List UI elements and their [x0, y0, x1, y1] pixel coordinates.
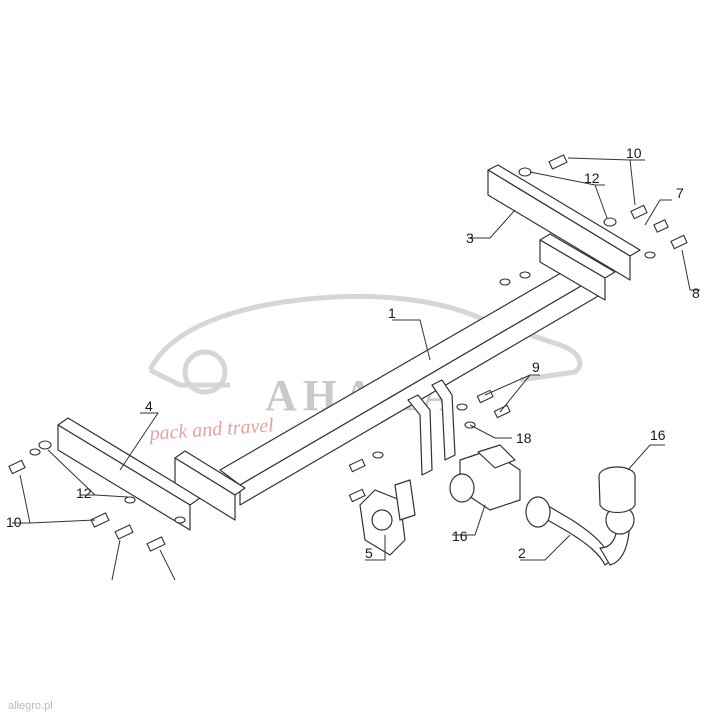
part-label-8: 8	[692, 285, 700, 301]
ball-cover-body	[598, 475, 636, 514]
leader-3	[468, 209, 516, 239]
leader-9b	[499, 374, 531, 413]
right-bracket-outer-face	[487, 169, 631, 281]
part-label-7: 7	[676, 185, 684, 201]
electrical-socket-cap	[449, 473, 475, 503]
part-label-3: 3	[466, 230, 474, 246]
part-label-16-cover: 16	[650, 427, 666, 443]
leader-10b	[629, 159, 636, 206]
bolt	[348, 458, 366, 473]
part-label-9: 9	[532, 359, 540, 375]
left-bracket-inner-face	[174, 457, 236, 521]
part-label-5: 5	[365, 545, 373, 561]
washer	[456, 403, 468, 411]
bolt	[348, 488, 366, 503]
leader-12d	[94, 494, 129, 498]
leader-1	[392, 319, 431, 361]
leader-18	[469, 424, 512, 439]
washer	[519, 271, 531, 279]
tow-ball-sleeve	[525, 496, 551, 528]
leader-7	[644, 199, 672, 226]
leader-16a	[452, 504, 486, 536]
bolt	[548, 154, 568, 170]
washer	[38, 440, 52, 450]
leader-5	[365, 535, 386, 561]
socket-plate-hole	[371, 509, 393, 531]
part-label-10-bottom: 10	[6, 514, 22, 530]
washer	[372, 451, 384, 459]
part-label-4: 4	[145, 398, 153, 414]
watermark-tagline: pack and travel	[147, 414, 275, 445]
socket-plate-clip	[394, 479, 416, 521]
watermark-car-outline	[147, 293, 583, 388]
bolt	[114, 524, 134, 540]
part-label-2: 2	[518, 545, 526, 561]
socket-mount-plate-left	[407, 394, 433, 476]
washer	[174, 516, 186, 524]
part-label-16-socket: 16	[452, 528, 468, 544]
bolt	[493, 404, 511, 419]
washer	[644, 251, 656, 259]
washer	[124, 496, 136, 504]
leader-4	[119, 412, 159, 471]
leader-8	[681, 249, 700, 291]
leader-12b	[594, 184, 608, 219]
bolt	[630, 204, 648, 220]
bolt	[670, 234, 688, 250]
part-labels: 1 2 3 4 5 7 8 9 10 10 12 12 16 16 18	[6, 145, 700, 561]
footer-watermark: allegro.pl	[8, 700, 53, 712]
leader-bolt-low-2	[159, 549, 176, 581]
leader-bolt-low-1	[111, 539, 121, 581]
electrical-socket-lid	[477, 444, 516, 469]
part-label-12-bottom: 12	[76, 485, 92, 501]
leader-16b	[627, 444, 665, 471]
left-bracket-outer-face	[57, 424, 191, 531]
bolt	[90, 512, 110, 528]
bolt	[8, 459, 26, 475]
part-label-12-top: 12	[584, 170, 600, 186]
right-bracket-inner-face	[539, 239, 606, 301]
washer	[518, 167, 532, 177]
part-label-1: 1	[388, 305, 396, 321]
part-label-18: 18	[516, 430, 532, 446]
bolt	[146, 536, 166, 552]
washer	[499, 278, 511, 286]
leader-10d	[29, 519, 96, 524]
part-label-10-top: 10	[626, 145, 642, 161]
watermark-wheel	[182, 349, 228, 395]
washer	[603, 217, 617, 227]
leader-2	[520, 534, 571, 561]
socket-mount-plate-right	[431, 379, 456, 461]
bolt	[653, 219, 669, 233]
washer	[29, 448, 41, 456]
